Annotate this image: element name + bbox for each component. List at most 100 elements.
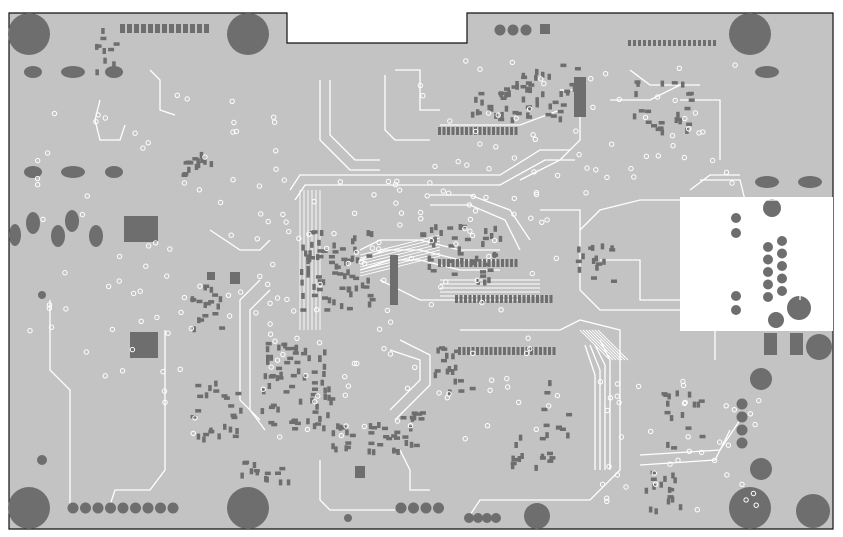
pad-icon xyxy=(429,227,434,234)
pad-icon xyxy=(208,429,215,434)
pad-icon xyxy=(489,347,493,355)
pad-icon xyxy=(9,224,21,246)
pad-icon xyxy=(347,258,353,263)
pad-icon xyxy=(448,244,455,248)
pad-icon xyxy=(327,394,331,401)
trace-line xyxy=(430,204,521,251)
via-icon xyxy=(274,357,281,363)
pad-icon xyxy=(736,398,748,410)
pad-icon xyxy=(686,92,693,96)
pad-icon xyxy=(574,77,586,117)
pad-icon xyxy=(271,422,278,427)
via-icon xyxy=(642,114,649,121)
via-icon xyxy=(614,472,621,478)
pad-icon xyxy=(671,81,678,85)
pad-icon xyxy=(453,378,457,385)
via-icon xyxy=(648,428,654,435)
via-icon xyxy=(628,165,634,172)
pad-icon xyxy=(645,120,652,124)
trace-line xyxy=(594,329,626,361)
via-icon xyxy=(593,167,599,173)
via-icon xyxy=(495,112,501,118)
pad-icon xyxy=(323,387,327,394)
via-icon xyxy=(483,194,489,201)
pad-icon xyxy=(441,358,447,363)
pad-icon xyxy=(310,392,317,397)
pad-icon xyxy=(501,259,504,267)
pad-icon xyxy=(481,241,485,248)
pad-icon xyxy=(223,396,230,400)
pad-icon xyxy=(763,292,773,302)
pad-icon xyxy=(285,346,292,351)
pad-icon xyxy=(311,370,318,374)
pad-icon xyxy=(505,127,509,135)
pad-icon xyxy=(232,434,239,439)
pad-icon xyxy=(492,259,495,267)
pad-icon xyxy=(434,224,438,231)
pad-icon xyxy=(658,121,665,125)
pad-icon xyxy=(464,295,467,303)
via-icon xyxy=(446,391,452,397)
pad-icon xyxy=(390,255,398,305)
via-icon xyxy=(394,178,400,185)
pad-icon xyxy=(451,236,458,240)
pad-icon xyxy=(545,432,549,439)
pad-icon xyxy=(492,253,499,257)
via-icon xyxy=(604,495,610,501)
pad-icon xyxy=(507,90,511,97)
pad-icon xyxy=(498,235,503,242)
pad-icon xyxy=(194,164,199,170)
pad-icon xyxy=(409,441,414,448)
pad-icon xyxy=(478,259,482,267)
pad-icon xyxy=(581,253,585,260)
mounting-hole-icon xyxy=(750,458,772,480)
pad-icon xyxy=(515,83,519,90)
pad-icon xyxy=(317,249,324,253)
pad-icon xyxy=(24,166,42,178)
via-icon xyxy=(396,187,403,193)
pad-icon xyxy=(419,411,426,415)
pad-icon xyxy=(688,40,691,46)
pad-icon xyxy=(451,127,455,135)
pad-icon xyxy=(112,61,116,68)
pad-icon xyxy=(339,247,346,251)
via-icon xyxy=(526,106,533,112)
pad-icon xyxy=(525,86,529,93)
via-icon xyxy=(283,219,289,225)
pad-icon xyxy=(458,389,465,393)
via-icon xyxy=(709,157,716,164)
pad-icon xyxy=(312,423,317,430)
trace-line xyxy=(540,209,680,311)
pad-icon xyxy=(559,427,566,431)
via-icon xyxy=(680,378,686,385)
pad-icon xyxy=(148,24,153,33)
via-icon xyxy=(83,349,90,355)
pad-icon xyxy=(292,351,299,355)
pad-icon xyxy=(486,295,490,303)
via-icon xyxy=(532,136,538,143)
pad-icon xyxy=(217,433,221,440)
via-icon xyxy=(424,193,430,199)
via-icon xyxy=(724,472,730,478)
pad-icon xyxy=(298,398,303,405)
trace-line xyxy=(359,234,441,256)
pad-icon xyxy=(315,403,319,410)
pad-icon xyxy=(480,99,484,106)
pad-icon xyxy=(216,303,220,310)
via-icon xyxy=(607,395,614,401)
pad-icon xyxy=(498,117,505,122)
pad-icon xyxy=(286,479,291,486)
pad-icon xyxy=(471,259,475,266)
pad-icon xyxy=(651,124,657,128)
pad-icon xyxy=(520,24,532,36)
via-icon xyxy=(443,279,449,285)
via-icon xyxy=(486,253,492,260)
via-icon xyxy=(63,306,69,312)
via-icon xyxy=(466,202,473,208)
via-icon xyxy=(291,308,297,314)
pad-icon xyxy=(321,249,328,253)
via-icon xyxy=(685,434,691,440)
pad-icon xyxy=(354,285,359,292)
pad-icon xyxy=(557,109,564,114)
pad-icon xyxy=(199,151,204,158)
